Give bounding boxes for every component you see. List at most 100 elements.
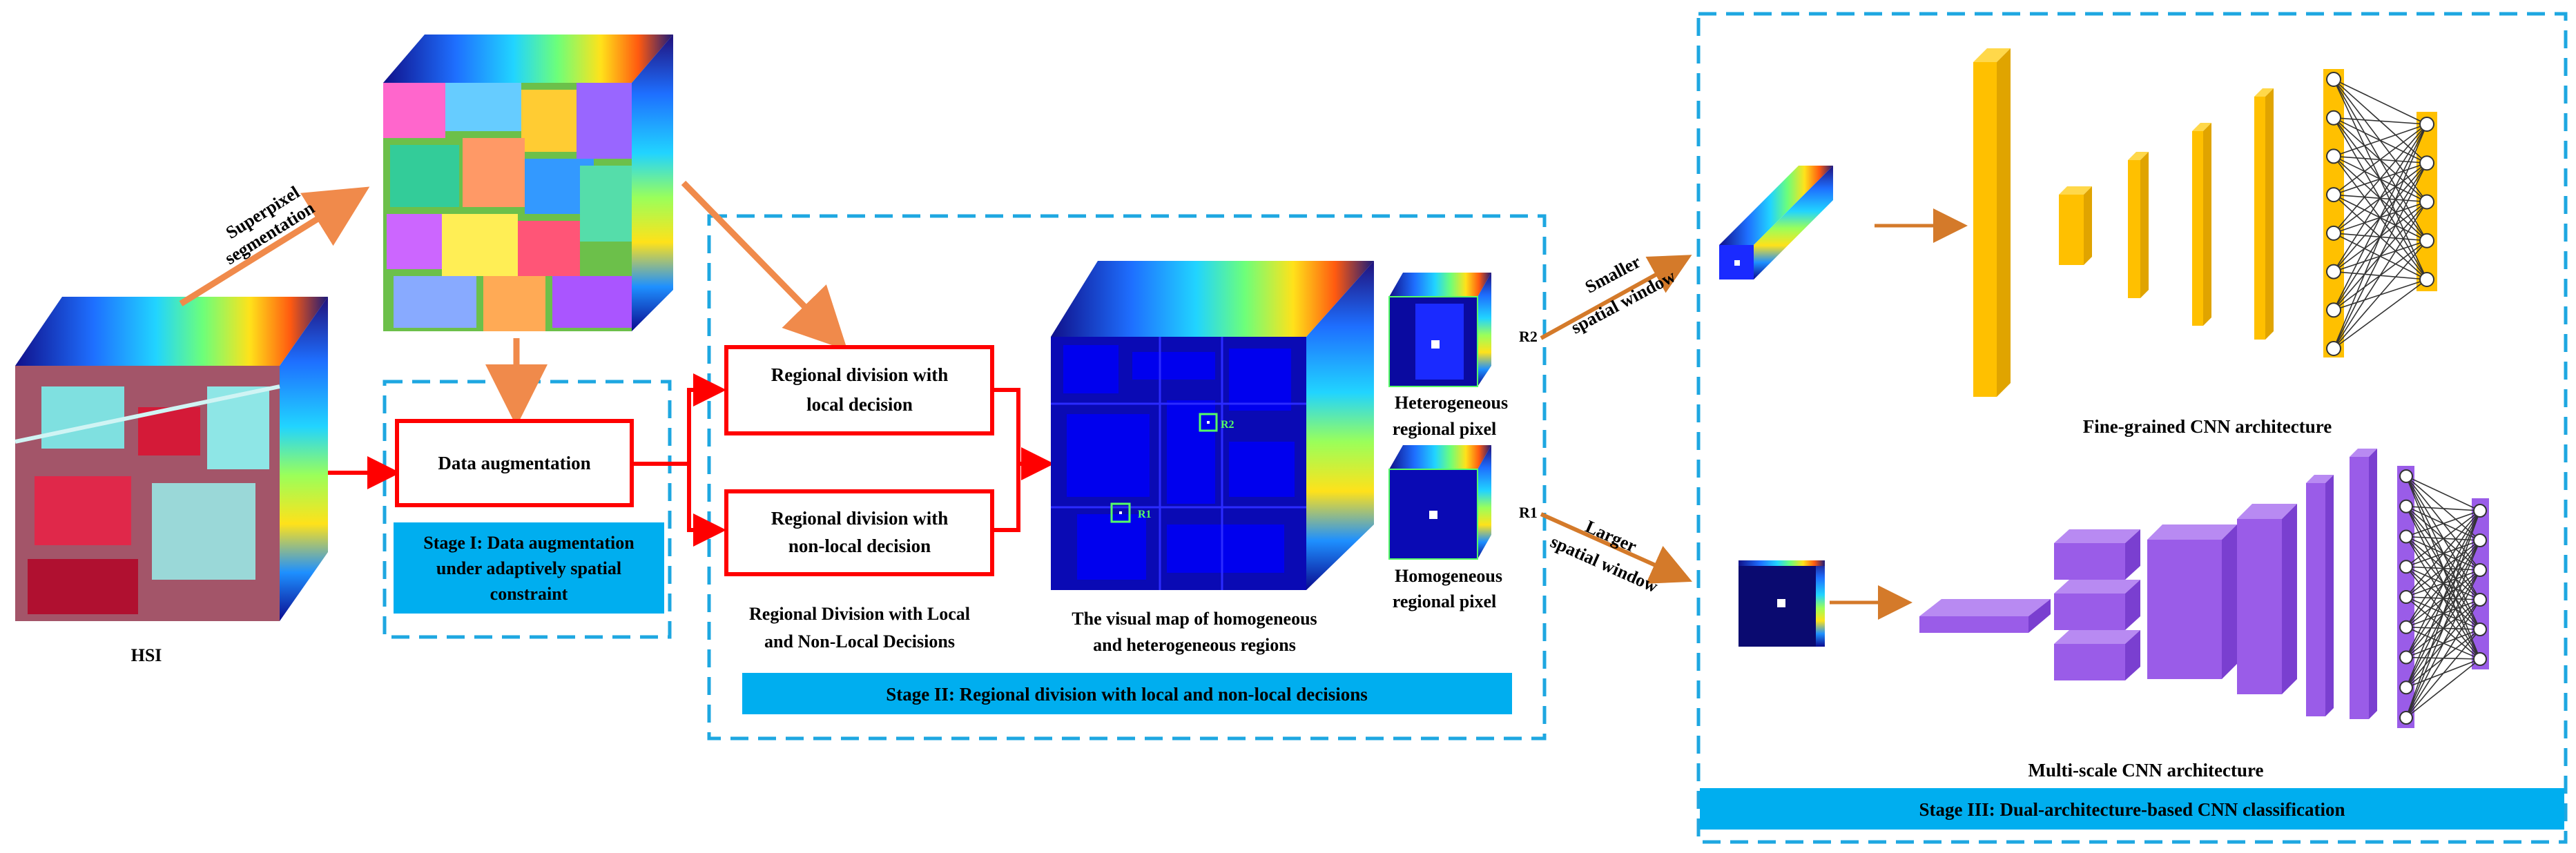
- fc-neuron: [2399, 650, 2413, 665]
- fc-neuron: [2399, 590, 2413, 604]
- fc-connection: [2333, 240, 2428, 349]
- stage2-caption-line2: and Non-Local Decisions: [764, 631, 955, 651]
- fc-neuron: [2399, 469, 2413, 483]
- map-caption-line1: The visual map of homogeneous: [1072, 609, 1317, 629]
- fc-connection: [2333, 124, 2428, 234]
- fc-neuron: [2326, 302, 2341, 318]
- stage2-banner-label: Stage II: Regional division with local a…: [886, 684, 1368, 705]
- superpixel-cube: [383, 35, 673, 331]
- stage1-banner: [394, 522, 664, 614]
- fc-connection: [2333, 124, 2428, 311]
- fc-neuron: [2473, 504, 2487, 518]
- fc-connection: [2333, 162, 2428, 349]
- augmentation-split-connector-lower: [687, 464, 726, 547]
- fc-connection: [2333, 79, 2428, 125]
- stage2-frame: [707, 214, 1547, 741]
- fc-neuron: [2326, 187, 2341, 203]
- fc-connection: [2405, 629, 2481, 718]
- fc-neuron: [2473, 563, 2487, 577]
- fc-connection: [2333, 279, 2428, 349]
- stage2-banner: [742, 673, 1512, 714]
- nonlocal-decision-line1: Regional division with: [771, 508, 949, 529]
- homo-label-line1: Homogeneous: [1395, 566, 1502, 586]
- fc-connection: [2333, 117, 2428, 125]
- fc-neuron: [2326, 225, 2341, 241]
- stage2-caption-line1: Regional Division with Local: [749, 604, 970, 624]
- fc-connection: [2405, 540, 2481, 718]
- fc-neuron: [2326, 341, 2341, 356]
- fc-connection: [2333, 202, 2428, 349]
- data-augmentation-label: Data augmentation: [438, 453, 590, 473]
- map-caption-line2: and heterogeneous regions: [1093, 635, 1296, 655]
- homo-r1-label: R1: [1519, 504, 1538, 521]
- fc-neuron: [2326, 110, 2341, 126]
- map-r2-label: R2: [1221, 419, 1234, 431]
- stage3-frame: [1696, 12, 2568, 844]
- fc-neuron: [2419, 117, 2434, 132]
- fc-connection: [2405, 510, 2481, 598]
- decisions-merge-connector-lower: [992, 464, 1020, 532]
- fc-neuron: [2399, 499, 2413, 513]
- fc-neuron: [2399, 680, 2413, 695]
- fc-connection: [2405, 475, 2481, 511]
- fc-neuron: [2473, 593, 2487, 607]
- hetero-r2-label: R2: [1519, 328, 1538, 345]
- fc-connection: [2405, 510, 2481, 688]
- nonlocal-decision-box: [724, 489, 994, 576]
- fc-neuron: [2399, 560, 2413, 574]
- superpixel-arrow: [179, 186, 370, 306]
- fc-connection: [2405, 505, 2481, 511]
- homo-label-line2: regional pixel: [1393, 591, 1496, 611]
- fc-neuron: [2326, 72, 2341, 87]
- fine-grained-cnn: [1973, 48, 2437, 397]
- smaller-window-arrow: [1540, 255, 1692, 340]
- hsi-cube: [14, 297, 328, 621]
- map-r1-label: R1: [1138, 509, 1152, 520]
- hsi-label: HSI: [131, 645, 162, 665]
- fc-connection: [2405, 658, 2481, 718]
- visual-map-cube: [1051, 261, 1374, 590]
- local-decision-line2: local decision: [806, 394, 913, 415]
- stage3-banner-label: Stage III: Dual-architecture-based CNN c…: [1919, 799, 2345, 820]
- fc-connection: [2333, 124, 2428, 272]
- fc-neuron: [2326, 148, 2341, 164]
- large-window-patch: [1739, 560, 1825, 647]
- fc-connection: [2405, 599, 2481, 718]
- fc-neuron: [2399, 711, 2413, 725]
- decisions-merge-connector: [992, 388, 1054, 480]
- hetero-label-line2: regional pixel: [1393, 419, 1496, 439]
- fc-neuron: [2419, 155, 2434, 171]
- homogeneous-patch-cube: [1388, 445, 1491, 560]
- fc-neuron: [2473, 533, 2487, 547]
- fc-neuron: [2399, 529, 2413, 544]
- fc-connection: [2333, 124, 2428, 349]
- fc-connection: [2405, 510, 2481, 538]
- multi-scale-cnn: [1919, 449, 2489, 728]
- fc-connection: [2333, 124, 2428, 195]
- data-augmentation-box: [395, 419, 634, 507]
- fc-connection: [2405, 510, 2481, 567]
- fc-neuron: [2419, 194, 2434, 210]
- fc-connection: [2405, 510, 2481, 658]
- fc-connection: [2405, 510, 2481, 718]
- stage1-banner-line3: constraint: [490, 584, 568, 604]
- stage1-banner-line1: Stage I: Data augmentation: [423, 533, 635, 553]
- fc-neuron: [2419, 272, 2434, 287]
- fc-neuron: [2473, 622, 2487, 636]
- fc-neuron: [2399, 620, 2413, 634]
- fc-neuron: [2419, 233, 2434, 248]
- fc-connection: [2405, 510, 2481, 628]
- augmentation-split-connector: [632, 373, 726, 466]
- nonlocal-decision-line2: non-local decision: [788, 536, 931, 556]
- larger-window-arrow: [1540, 512, 1692, 584]
- fc-neuron: [2473, 652, 2487, 666]
- fc-connection: [2333, 124, 2428, 157]
- heterogeneous-patch-cube: [1388, 273, 1491, 387]
- superpixel-to-local-arrow: [681, 180, 848, 351]
- fc-connection: [2405, 569, 2481, 718]
- stage3-banner: [1700, 788, 2564, 830]
- fc-neuron: [2326, 264, 2341, 280]
- hetero-label-line1: Heterogeneous: [1395, 393, 1508, 413]
- local-decision-box: [724, 345, 994, 435]
